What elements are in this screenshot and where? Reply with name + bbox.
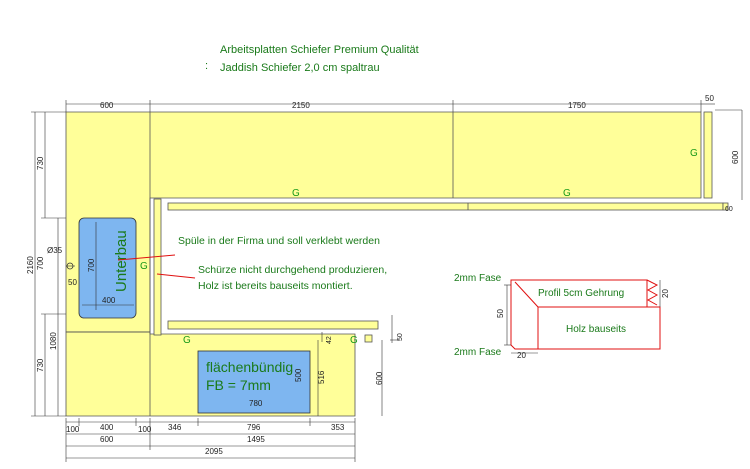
header-colon: : [205,60,208,72]
svg-text:20: 20 [661,289,670,298]
svg-text:50: 50 [68,278,77,287]
break-mark [646,279,659,306]
edge-marker-g: G [690,148,698,159]
apron-note-line1: Schürze nicht durchgehend produzieren, [198,264,387,276]
svg-text:Ø35: Ø35 [47,246,63,255]
svg-text:700: 700 [87,258,96,272]
svg-text:50: 50 [705,94,714,103]
header-title: Arbeitsplatten Schiefer Premium Qualität [220,44,419,56]
svg-text:400: 400 [102,296,116,305]
svg-text:600: 600 [100,435,114,444]
apron-small [364,334,373,343]
svg-text:516: 516 [317,370,326,384]
profile-wood [537,306,661,350]
drill-hole [66,262,74,270]
profile-gehrung: Profil 5cm Gehrung [538,288,624,299]
profile-holz: Holz bauseits [566,324,626,335]
svg-text:1750: 1750 [568,101,586,110]
edge-profile-detail: 2mm Fase 2mm Fase Profil 5cm Gehrung Hol… [454,273,670,360]
svg-text:1495: 1495 [247,435,265,444]
hob-cutout [197,350,311,414]
dimension-lines [31,100,743,462]
edge-marker-g: G [292,188,300,199]
svg-text:353: 353 [331,423,345,432]
apron-middle [167,320,379,330]
svg-text:600: 600 [375,371,384,385]
apron-note-line2: Holz ist bereits bauseits montiert. [198,280,353,292]
edge-marker-g: G [563,188,571,199]
svg-text:600: 600 [100,101,114,110]
header-material: Jaddish Schiefer 2,0 cm spaltrau [220,62,380,74]
svg-text:100: 100 [138,425,152,434]
svg-text:20: 20 [517,351,526,360]
svg-text:700: 700 [36,256,45,270]
svg-text:60: 60 [725,206,733,213]
svg-text:730: 730 [36,358,45,372]
svg-text:600: 600 [731,150,740,164]
dimension-labels: 600 2150 1750 50 600 60 730 2160 700 108… [26,94,740,456]
svg-text:346: 346 [168,423,182,432]
apron-vertical [153,198,162,336]
apron-note-leader [156,273,196,279]
svg-text:42: 42 [326,336,333,344]
edge-marker-g: G [350,335,358,346]
hob-label-line2: FB = 7mm [206,377,271,393]
countertop [65,111,713,417]
svg-text:50: 50 [496,309,505,318]
sink-note: Spüle in der Firma und soll verklebt wer… [178,235,380,247]
edge-marker-g: G [183,335,191,346]
edge-marker-g: G [140,261,148,272]
svg-text:2150: 2150 [292,101,310,110]
svg-text:2095: 2095 [205,447,223,456]
svg-text:50: 50 [397,333,404,341]
sink-note-leader [117,254,176,261]
svg-text:100: 100 [66,425,80,434]
countertop-end-strip [703,111,713,199]
apron-strips [153,198,729,343]
edge-markers: G G G G G G [140,148,698,346]
svg-text:1080: 1080 [49,332,58,350]
svg-text:500: 500 [294,368,303,382]
profile-fase-bottom: 2mm Fase [454,347,502,358]
apron-end [722,202,729,211]
apron-top [167,202,724,211]
svg-text:400: 400 [100,423,114,432]
svg-text:780: 780 [249,399,263,408]
hob-label-line1: flächenbündig [206,359,293,375]
profile-fase-top: 2mm Fase [454,273,502,284]
sink-cutout [78,217,137,319]
sink-label: Unterbau [113,230,130,292]
svg-text:796: 796 [247,423,261,432]
svg-text:2160: 2160 [26,256,35,274]
svg-text:730: 730 [36,156,45,170]
